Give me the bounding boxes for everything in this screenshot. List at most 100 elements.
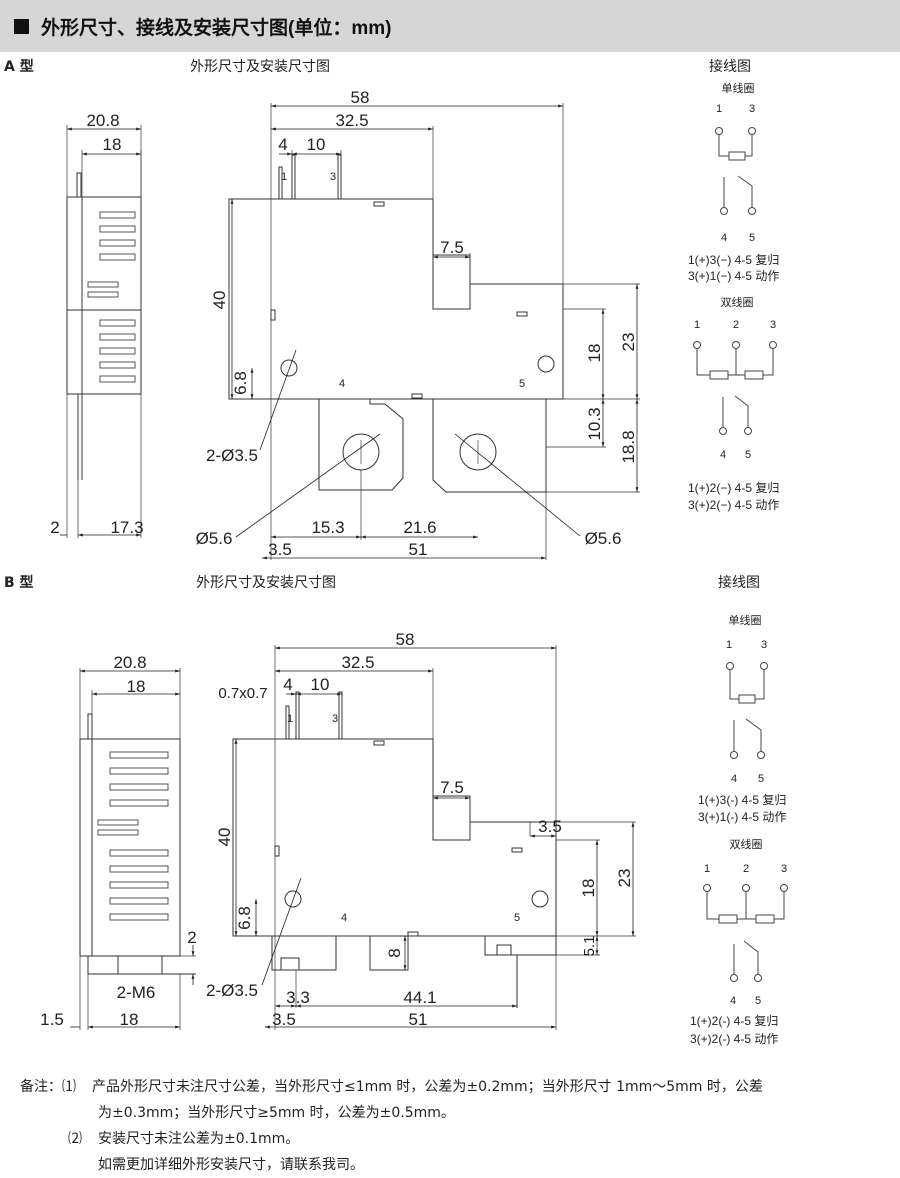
a-dim-dia-left: Ø5.6: [196, 529, 233, 548]
b-dim-5-1: 5.1: [581, 936, 598, 957]
a-dim-6-8: 6.8: [231, 371, 250, 395]
type-a-outline-title: 外形尺寸及安装尺寸图: [190, 59, 330, 75]
note-2-number: ⑵: [68, 1131, 82, 1147]
b-dim-hole: 2-Ø3.5: [206, 981, 258, 1000]
b-single-line2: 3(+)1(-) 4-5 动作: [698, 810, 786, 824]
b-single-title: 单线圈: [729, 613, 762, 627]
b-side-dim-1-5: 1.5: [40, 1010, 64, 1029]
a-pin-3: 3: [330, 171, 336, 183]
b-double-line1: 1(+)2(-) 4-5 复归: [690, 1014, 778, 1028]
a-side-dim-2: 2: [50, 518, 59, 537]
b-single-t3: 3: [761, 639, 767, 651]
b-pin-1: 1: [287, 713, 293, 725]
b-dim-3-5: 3.5: [272, 1010, 296, 1029]
b-side-dim-18: 18: [127, 677, 146, 696]
a-dim-10-3: 10.3: [585, 407, 604, 440]
type-b-outline-title: 外形尺寸及安装尺寸图: [196, 575, 336, 591]
a-double-title: 双线圈: [721, 295, 754, 309]
type-b-wiring-double: [703, 884, 788, 982]
a-single-title: 单线圈: [722, 81, 755, 95]
a-side-dim-17-3: 17.3: [110, 518, 143, 537]
b-dim-40: 40: [215, 828, 234, 847]
b-single-t5: 5: [758, 773, 764, 785]
b-dim-7-5: 7.5: [440, 778, 464, 797]
drawings-canvas: 20.8 18 2 17.3: [40, 81, 788, 1046]
a-single-t4: 4: [721, 232, 727, 244]
b-dim-0-7: 0.7x0.7: [218, 685, 267, 702]
section-header: 外形尺寸、接线及安装尺寸图(单位：mm): [0, 0, 900, 52]
a-pin-1: 1: [281, 171, 287, 183]
note-2: ⑵ 安装尺寸未注公差为±0.1mm。: [20, 1126, 763, 1152]
a-dim-dia-right: Ø5.6: [585, 529, 622, 548]
a-double-line1: 1(+)2(−) 4-5 复归: [688, 481, 779, 495]
a-dim-51: 51: [409, 540, 428, 559]
b-side-dim-2: 2: [187, 928, 196, 947]
b-single-t1: 1: [726, 639, 732, 651]
b-dim-23: 23: [615, 869, 634, 888]
b-dim-3-3: 3.3: [286, 988, 310, 1007]
a-single-line2: 3(+)1(−) 4-5 动作: [688, 269, 779, 283]
b-dim-4: 4: [283, 675, 292, 694]
b-dim-51: 51: [409, 1010, 428, 1029]
a-pin-4: 4: [339, 378, 345, 390]
type-b-front-view: [232, 645, 636, 1030]
b-double-line2: 3(+)2(-) 4-5 动作: [690, 1032, 778, 1046]
b-dim-44-1: 44.1: [403, 988, 436, 1007]
a-dim-40: 40: [210, 291, 229, 310]
a-single-t1: 1: [716, 103, 722, 115]
type-b-label: B 型: [4, 575, 34, 591]
b-dim-3-5r: 3.5: [538, 817, 562, 836]
a-dim-23: 23: [619, 333, 638, 352]
note-3: 如需更加详细外形安装尺寸，请联系我司。: [98, 1157, 364, 1173]
a-dim-4: 4: [278, 135, 287, 154]
b-double-t5: 5: [755, 995, 761, 1007]
a-single-t3: 3: [749, 103, 755, 115]
b-dim-18: 18: [579, 879, 598, 898]
note-1-text: 产品外形尺寸未注尺寸公差，当外形尺寸≤1mm 时，公差为±0.2mm；当外形尺寸…: [92, 1079, 763, 1095]
b-single-line1: 1(+)3(-) 4-5 复归: [698, 793, 786, 807]
a-dim-3-5: 3.5: [268, 540, 292, 559]
note-2-text: 安装尺寸未注公差为±0.1mm。: [98, 1131, 300, 1147]
a-pin-5: 5: [519, 378, 525, 390]
type-b-wiring-single: [726, 662, 768, 759]
type-a-label: A 型: [4, 59, 34, 75]
a-single-t5: 5: [749, 232, 755, 244]
notes-block: 备注：⑴产品外形尺寸未注尺寸公差，当外形尺寸≤1mm 时，公差为±0.2mm；当…: [20, 1074, 763, 1178]
a-side-dim-20-8: 20.8: [86, 111, 119, 130]
a-dim-21-6: 21.6: [403, 518, 436, 537]
a-dim-58: 58: [351, 88, 370, 107]
b-double-title: 双线圈: [730, 837, 763, 851]
a-dim-18: 18: [585, 344, 604, 363]
a-dim-7-5: 7.5: [440, 238, 464, 257]
b-pin-5: 5: [514, 912, 520, 924]
black-square-icon: [14, 18, 29, 34]
note-1: 备注：⑴产品外形尺寸未注尺寸公差，当外形尺寸≤1mm 时，公差为±0.2mm；当…: [20, 1074, 763, 1100]
b-single-t4: 4: [731, 773, 737, 785]
type-b-wiring-title: 接线图: [718, 575, 760, 591]
b-double-t2: 2: [743, 863, 749, 875]
type-a-wiring-double: [693, 341, 777, 435]
b-dim-6-8: 6.8: [235, 906, 254, 930]
a-dim-18-8: 18.8: [619, 430, 638, 463]
note-1-number: ⑴: [62, 1079, 76, 1095]
a-double-t3: 3: [770, 319, 776, 331]
b-pin-3: 3: [332, 713, 338, 725]
a-dim-hole: 2-Ø3.5: [206, 446, 258, 465]
type-a-front-view: [228, 103, 640, 560]
b-side-dim-m6: 2-M6: [117, 983, 156, 1002]
a-double-t4: 4: [720, 449, 726, 461]
b-double-t4: 4: [730, 995, 736, 1007]
b-dim-32-5: 32.5: [341, 653, 374, 672]
b-dim-58: 58: [396, 630, 415, 649]
a-dim-10: 10: [307, 135, 326, 154]
b-side-dim-18b: 18: [120, 1010, 139, 1029]
note-1-continued: 为±0.3mm；当外形尺寸≥5mm 时，公差为±0.5mm。: [98, 1105, 455, 1121]
header-title: 外形尺寸、接线及安装尺寸图(单位：mm): [41, 17, 392, 39]
a-double-t1: 1: [694, 319, 700, 331]
type-a-side-view: [66, 125, 142, 538]
a-double-line2: 3(+)2(−) 4-5 动作: [688, 498, 779, 512]
b-pin-4: 4: [341, 912, 347, 924]
a-single-line1: 1(+)3(−) 4-5 复归: [688, 253, 779, 267]
a-dim-15-3: 15.3: [311, 518, 344, 537]
a-side-dim-18: 18: [103, 135, 122, 154]
